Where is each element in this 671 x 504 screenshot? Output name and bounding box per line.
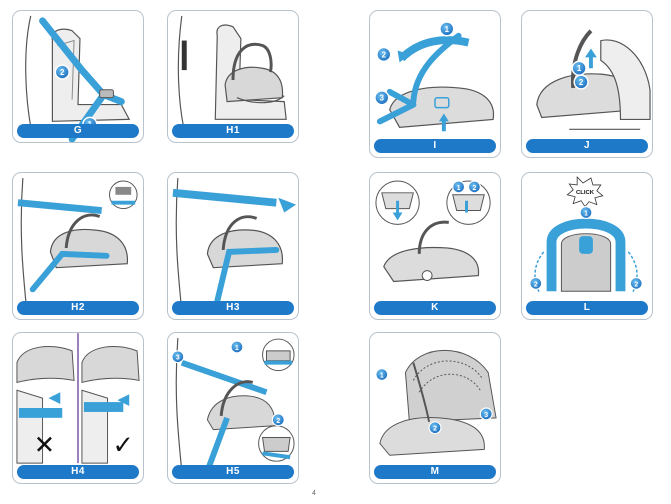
incorrect-mark-icon: ✕ <box>34 431 55 459</box>
step-marker: 2 <box>573 74 589 90</box>
svg-text:1: 1 <box>235 345 239 352</box>
svg-text:3: 3 <box>176 355 180 362</box>
correct-mark-icon: ✓ <box>113 431 134 459</box>
panel-caption: I <box>374 139 496 153</box>
vehicle-seat-belt-illustration: 2 1 <box>25 15 131 142</box>
canopy-illustration: 1 2 3 <box>375 350 497 456</box>
panel-l: CLICK 1 2 2 L <box>521 172 653 320</box>
canopy-attachment-illustration: CLICK 1 2 2 <box>529 176 643 294</box>
panel-h2: H2 <box>12 172 144 320</box>
step-marker: 3 <box>374 90 390 106</box>
step-marker: 3 <box>171 350 185 364</box>
belt-position-comparison-illustration: ✕ ✓ <box>16 333 140 464</box>
svg-text:2: 2 <box>60 68 65 77</box>
belt-guide-detail-illustration: 1 2 3 <box>171 338 295 473</box>
step-marker: 1 <box>579 206 593 220</box>
panel-i: 1 2 3 I <box>369 10 501 158</box>
step-marker: 2 <box>376 46 392 63</box>
svg-text:2: 2 <box>382 50 387 59</box>
panel-caption: H2 <box>17 301 139 315</box>
svg-text:2: 2 <box>579 78 584 87</box>
click-burst-icon: CLICK <box>566 176 604 208</box>
panel-caption: M <box>374 465 496 479</box>
svg-text:1: 1 <box>457 185 461 192</box>
step-marker: 2 <box>54 64 70 80</box>
panel-caption: G <box>17 124 139 138</box>
car-seat-placement-illustration <box>177 15 287 138</box>
panel-caption: H4 <box>17 465 139 479</box>
svg-text:1: 1 <box>577 64 582 73</box>
svg-text:2: 2 <box>534 281 538 288</box>
panel-h4: ✕ ✓ H4 <box>12 332 144 484</box>
panel-caption: H5 <box>172 465 294 479</box>
panel-caption: H3 <box>172 301 294 315</box>
step-marker: 1 <box>230 340 244 354</box>
panel-h5: 1 2 3 H5 <box>167 332 299 484</box>
svg-text:2: 2 <box>472 185 476 192</box>
shoulder-belt-routing-illustration <box>172 178 297 312</box>
svg-text:2: 2 <box>433 426 437 433</box>
panel-j: 1 2 J <box>521 10 653 158</box>
panel-caption: L <box>526 301 648 315</box>
svg-text:1: 1 <box>445 25 450 34</box>
step-marker: 2 <box>529 276 543 290</box>
panel-caption: H1 <box>172 124 294 138</box>
carrier-handle-adjustment-illustration: 1 2 3 <box>374 21 495 132</box>
step-marker: 2 <box>271 413 285 427</box>
lap-belt-routing-illustration <box>17 178 138 312</box>
step-marker: 2 <box>467 180 481 194</box>
step-marker: 1 <box>375 368 389 382</box>
page-number: 4 <box>312 490 316 497</box>
panel-caption: K <box>374 301 496 315</box>
step-marker: 1 <box>439 21 455 37</box>
svg-text:1: 1 <box>380 372 384 379</box>
base-release-illustration: 1 2 <box>536 29 651 130</box>
panel-h1: H1 <box>167 10 299 143</box>
svg-text:2: 2 <box>276 418 280 425</box>
panel-g: 2 1 G <box>12 10 144 143</box>
panel-caption: J <box>526 139 648 153</box>
step-marker: 2 <box>629 276 643 290</box>
step-marker: 2 <box>428 421 442 435</box>
step-marker: 1 <box>452 180 466 194</box>
panel-k: 1 2 K <box>369 172 501 320</box>
panel-h3: H3 <box>167 172 299 320</box>
svg-text:1: 1 <box>584 210 588 217</box>
panel-m: 1 2 3 M <box>369 332 501 484</box>
svg-text:3: 3 <box>484 412 488 419</box>
handle-button-illustration: 1 2 <box>375 180 491 283</box>
step-marker: 3 <box>479 407 493 421</box>
svg-text:CLICK: CLICK <box>576 190 595 196</box>
svg-text:2: 2 <box>634 281 638 288</box>
svg-text:3: 3 <box>380 94 385 103</box>
step-marker: 1 <box>571 60 587 76</box>
